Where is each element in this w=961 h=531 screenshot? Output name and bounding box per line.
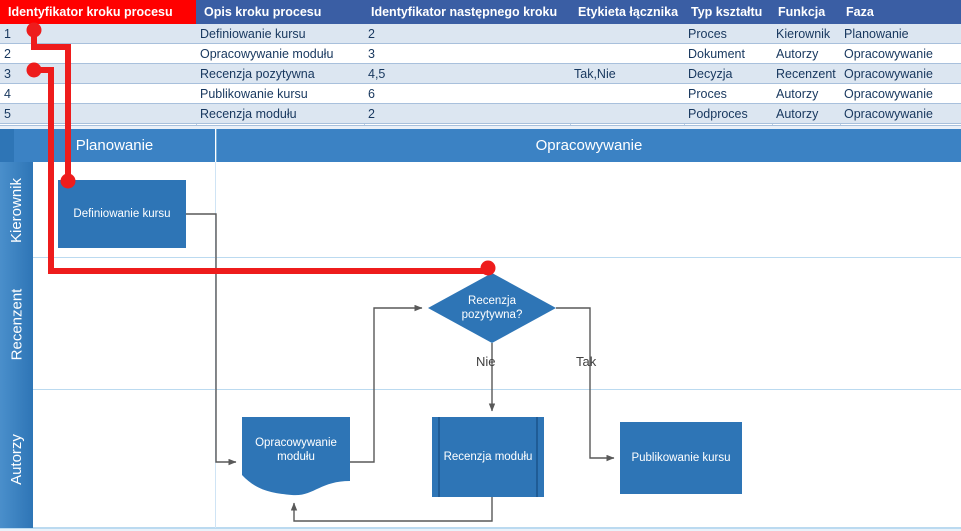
connector-label-1: Tak [576, 354, 597, 369]
table-cell-opis: Recenzja pozytywna [200, 67, 315, 81]
table-cell-id: 2 [4, 47, 11, 61]
table-row[interactable]: 4 Publikowanie kursu 6 Proces Autorzy Opracow… [0, 84, 961, 104]
subprocess-bar-right [536, 417, 538, 497]
lane-label-0[interactable]: Kierownik [0, 162, 33, 258]
table-cell-etykieta: Tak,Nie [574, 67, 616, 81]
table-cell-id: 1 [4, 27, 11, 41]
lane-label-1[interactable]: Recenzent [0, 258, 33, 390]
table-cell-faza: Opracowywanie [844, 47, 933, 61]
table-cell-id: 5 [4, 107, 11, 121]
phase-header-1[interactable]: Opracowywanie [216, 129, 961, 162]
table-cell-typ: Proces [688, 87, 727, 101]
table-cell-nastepny: 2 [368, 27, 375, 41]
table-cell-nastepny: 4,5 [368, 67, 386, 81]
table-row[interactable]: 2 Opracowywanie modułu 3 Dokument Autorzy Opr… [0, 44, 961, 64]
shape-label: Definiowanie kursu [73, 207, 171, 220]
shape-recenzja-modulu[interactable]: Recenzja modułu [432, 417, 544, 497]
table-cell-typ: Proces [688, 27, 727, 41]
shape-opracowywanie-modulu[interactable]: Opracowywanie modułu [242, 417, 350, 497]
table-cell-funkcja: Kierownik [776, 27, 831, 41]
table-cell-faza: Opracowywanie [844, 67, 933, 81]
table-cell-funkcja: Autorzy [776, 47, 819, 61]
table-cell-nastepny: 6 [368, 87, 375, 101]
table-cell-opis: Definiowanie kursu [200, 27, 306, 41]
table-cell-id: 3 [4, 67, 11, 81]
document-shape-path [242, 417, 350, 496]
table-cell-etykieta [574, 84, 682, 104]
diagram-bottom-edge [0, 528, 961, 531]
table-cell-typ: Dokument [688, 47, 745, 61]
table-cell-etykieta [574, 24, 682, 44]
process-steps-table: Identyfikator kroku procesu Opis kroku pr… [0, 0, 961, 129]
lane-label-text: Autorzy [8, 433, 26, 485]
table-cell-faza: Opracowywanie [844, 87, 933, 101]
shape-label: Opracowywanie modułu [255, 436, 337, 463]
table-cell-etykieta [574, 104, 682, 124]
table-cell-funkcja: Recenzent [776, 67, 836, 81]
table-header-cell-0[interactable]: Identyfikator kroku procesu [0, 0, 196, 24]
decision-shape-path [428, 273, 556, 343]
table-header-cell-5[interactable]: Funkcja [778, 5, 826, 19]
table-header-cell-6[interactable]: Faza [846, 5, 874, 19]
table-cell-etykieta [574, 44, 682, 64]
shape-publikowanie-kursu[interactable]: Publikowanie kursu [620, 422, 742, 494]
phase-header-0[interactable]: Planowanie [14, 129, 215, 162]
table-cell-faza: Opracowywanie [844, 107, 933, 121]
subprocess-bar-left [438, 417, 440, 497]
table-cell-faza: Planowanie [844, 27, 909, 41]
lane-label-text: Recenzent [8, 288, 25, 360]
table-cell-opis: Publikowanie kursu [200, 87, 308, 101]
lane-label-2[interactable]: Autorzy [0, 390, 33, 528]
table-cell-nastepny: 2 [368, 107, 375, 121]
table-cell-nastepny: 3 [368, 47, 375, 61]
table-cell-id: 4 [4, 87, 11, 101]
table-row[interactable]: 3 Recenzja pozytywna 4,5 Tak,Nie Decyzja Rece… [0, 64, 961, 84]
table-cell-funkcja: Autorzy [776, 87, 819, 101]
table-header-cell-4[interactable]: Typ kształtu [691, 5, 763, 19]
table-cell-typ: Podproces [688, 107, 748, 121]
table-row[interactable]: 5 Recenzja modułu 2 Podproces Autorzy Opracow… [0, 104, 961, 124]
shape-recenzja-pozytywna[interactable]: Recenzja pozytywna? [428, 273, 556, 343]
table-header-cell-2[interactable]: Identyfikator następnego kroku [371, 5, 558, 19]
shape-definiowanie-kursu[interactable]: Definiowanie kursu [58, 180, 186, 248]
table-cell-typ: Decyzja [688, 67, 733, 81]
phase-corner-block [0, 129, 14, 162]
lane-label-text: Kierownik [8, 177, 25, 243]
table-header-cell-1[interactable]: Opis kroku procesu [204, 5, 322, 19]
table-header-cell-3[interactable]: Etykieta łącznika [578, 5, 679, 19]
connector-label-0: Nie [476, 354, 496, 369]
shape-label: Publikowanie kursu [631, 451, 731, 464]
phase-divider-line [215, 162, 216, 528]
table-cell-funkcja: Autorzy [776, 107, 819, 121]
table-cell-opis: Opracowywanie modułu [200, 47, 334, 61]
shape-label: Recenzja modułu [443, 450, 533, 463]
shape-label: Recenzja pozytywna? [461, 294, 523, 321]
table-cell-opis: Recenzja modułu [200, 107, 297, 121]
table-row[interactable]: 1 Definiowanie kursu 2 Proces Kierownik Plano… [0, 24, 961, 44]
